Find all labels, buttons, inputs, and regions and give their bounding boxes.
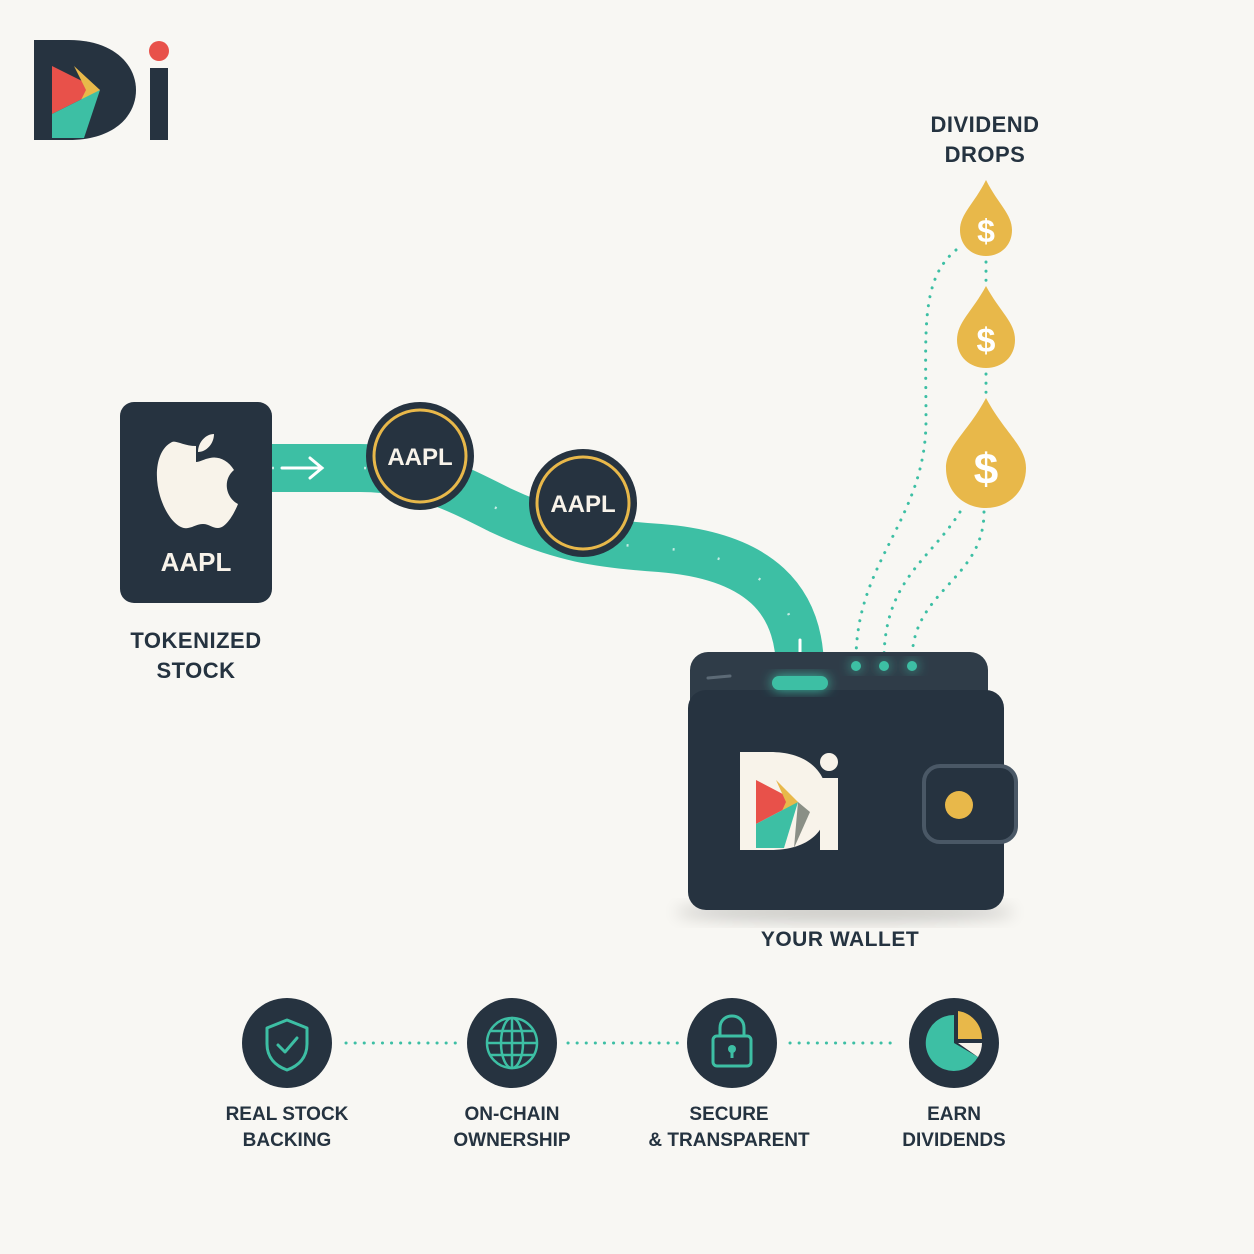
tokenized-stock-card: AAPL — [120, 402, 272, 603]
feature-on-chain-ownership: ON-CHAIN OWNERSHIP — [402, 1102, 622, 1153]
tokenized-stock-label-line1: TOKENIZED — [130, 628, 262, 653]
wallet-label: YOUR WALLET — [760, 928, 920, 951]
feature-label-line1: EARN — [927, 1104, 981, 1125]
feature-label-line2: BACKING — [242, 1129, 332, 1151]
dividend-drop-symbol: $ — [977, 322, 996, 360]
wallet-clasp — [945, 791, 973, 819]
brand-logo — [34, 40, 169, 140]
dividend-drops-label-line1: DIVIDEND — [930, 112, 1040, 137]
tokenized-stock-label-line2: STOCK — [156, 657, 236, 683]
dividend-drops-label-line2: DROPS — [944, 141, 1026, 167]
dividend-dotted-lines — [854, 248, 988, 662]
wallet-entry-dots — [851, 661, 917, 671]
pie-chart-icon — [909, 998, 999, 1088]
shield-check-icon — [242, 998, 332, 1088]
padlock-icon — [687, 998, 777, 1088]
token-label: AAPL — [387, 444, 452, 471]
token-label: AAPL — [550, 491, 615, 518]
feature-real-stock-backing: REAL STOCK BACKING — [177, 1102, 397, 1153]
dividend-drop-symbol: $ — [974, 445, 998, 494]
stock-card-ticker: AAPL — [161, 547, 232, 577]
feature-earn-dividends: EARN DIVIDENDS — [844, 1102, 1064, 1153]
apple-icon — [156, 434, 238, 529]
feature-label-line2: OWNERSHIP — [453, 1129, 571, 1151]
feature-label-line1: SECURE — [689, 1104, 769, 1125]
feature-label-line2: DIVIDENDS — [902, 1129, 1006, 1151]
dividend-drops-label: DIVIDEND DROPS — [900, 110, 1070, 169]
dividend-drop-symbol: $ — [977, 213, 995, 249]
feature-label-line1: REAL STOCK — [225, 1104, 349, 1125]
globe-icon — [467, 998, 557, 1088]
feature-secure-transparent: SECURE & TRANSPARENT — [619, 1102, 839, 1153]
wallet-icon — [675, 652, 1018, 922]
token-coin: AAPL — [529, 449, 637, 557]
feature-label-line2: & TRANSPARENT — [648, 1129, 810, 1151]
flow-arrow-right-icon — [280, 456, 325, 480]
wallet-brand-logo — [740, 752, 838, 850]
dividend-drop: $ — [957, 286, 1015, 368]
feature-label-line1: ON-CHAIN — [464, 1104, 560, 1125]
dividend-drop: $ — [960, 180, 1012, 256]
token-coin: AAPL — [366, 402, 474, 510]
dividend-drop: $ — [946, 398, 1026, 508]
tokenized-stock-label: TOKENIZED STOCK — [96, 626, 296, 685]
